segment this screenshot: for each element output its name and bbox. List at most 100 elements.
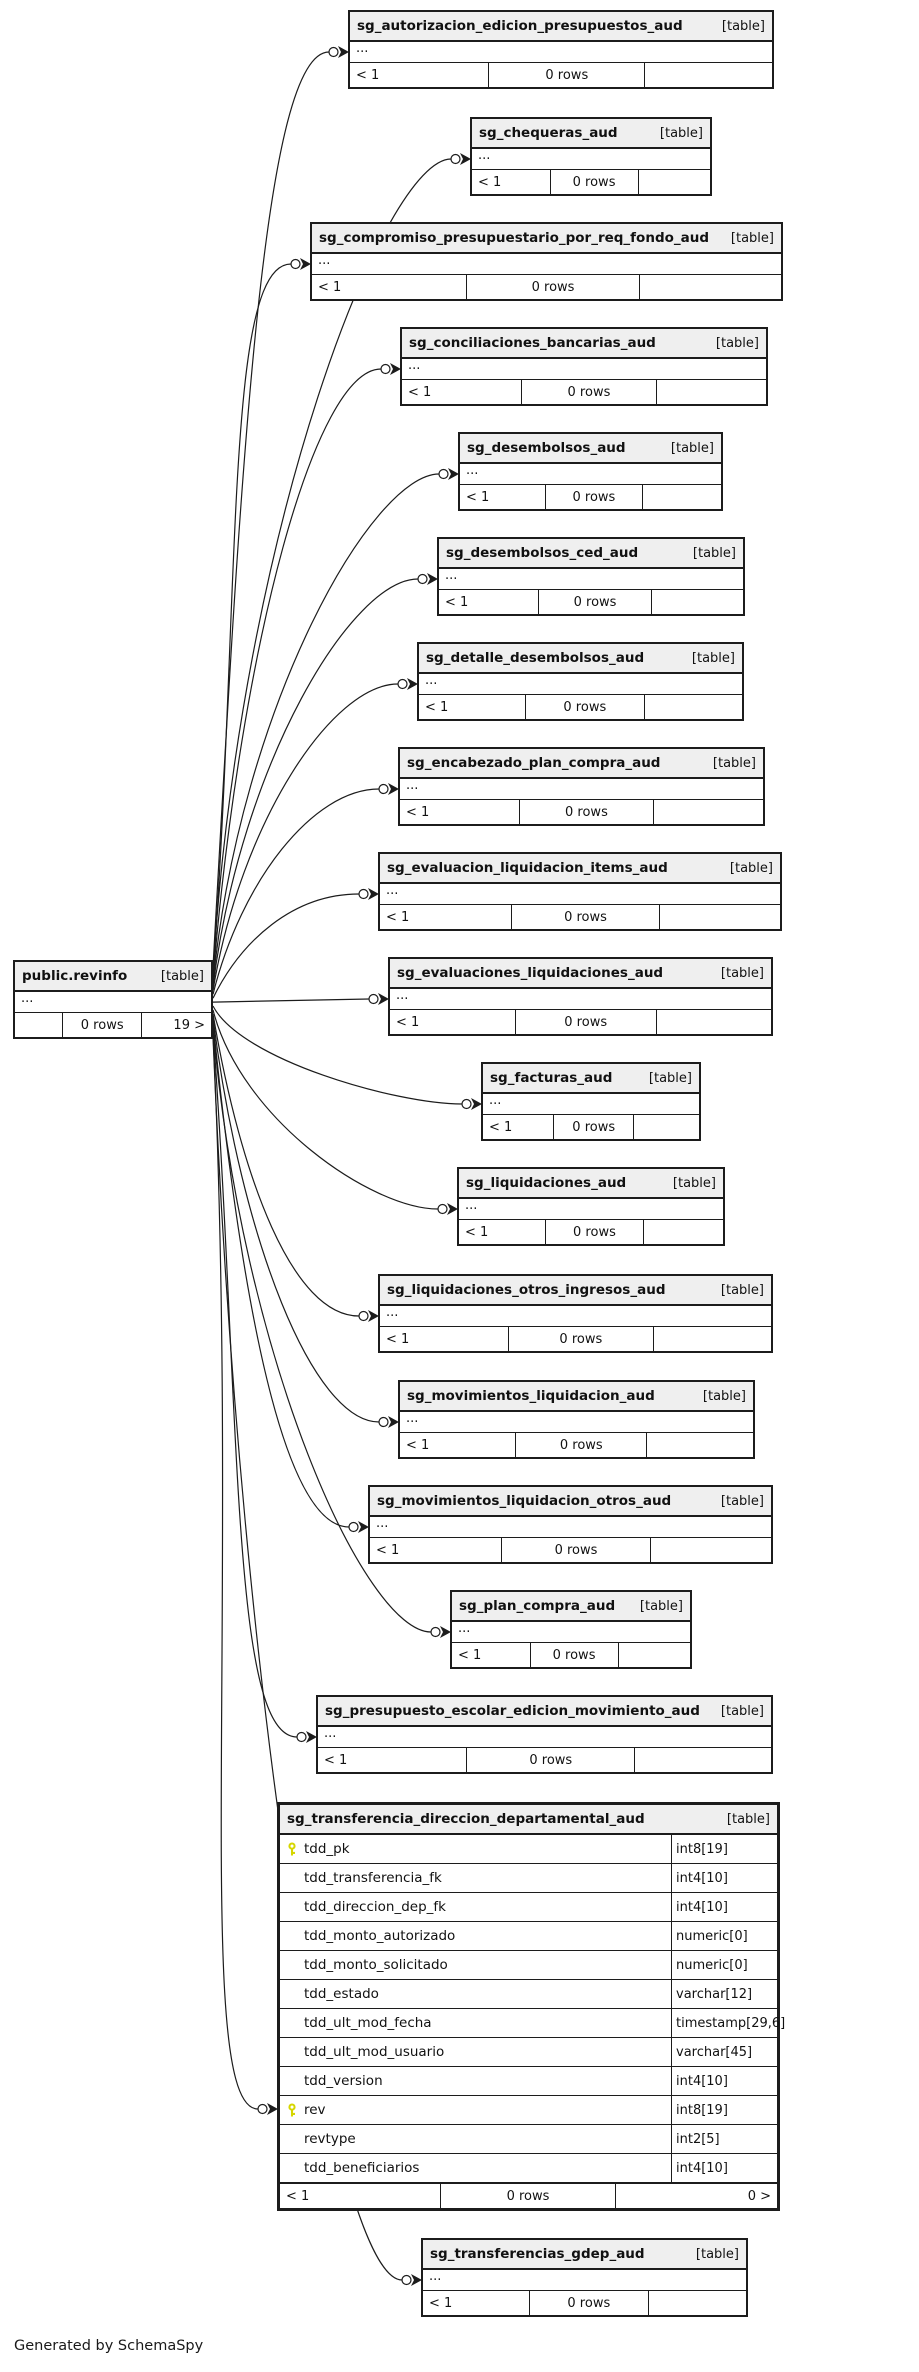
- table-name[interactable]: sg_encabezado_plan_compra_aud: [407, 755, 661, 771]
- table-name[interactable]: sg_autorizacion_edicion_presupuestos_aud: [357, 18, 683, 34]
- table-name[interactable]: sg_desembolsos_aud: [467, 440, 626, 456]
- table-name[interactable]: sg_presupuesto_escolar_edicion_movimient…: [325, 1703, 700, 1719]
- columns-ellipsis: ...: [380, 884, 780, 905]
- fk-connector: [212, 573, 438, 987]
- table-footer: < 1 0 rows: [483, 1115, 699, 1139]
- table-node-sg_transferencia_direccion_departamental_aud[interactable]: sg_transferencia_direccion_departamental…: [277, 1802, 785, 2211]
- table-name[interactable]: sg_evaluaciones_liquidaciones_aud: [397, 965, 664, 981]
- table-node-sg_evaluaciones_liquidaciones_aud[interactable]: sg_evaluaciones_liquidaciones_aud [table…: [388, 957, 773, 1036]
- footer-child-count: [619, 1643, 690, 1667]
- table-name[interactable]: sg_movimientos_liquidacion_aud: [407, 1388, 655, 1404]
- table-header[interactable]: sg_evaluaciones_liquidaciones_aud [table…: [390, 959, 771, 989]
- table-name[interactable]: sg_movimientos_liquidacion_otros_aud: [377, 1493, 672, 1509]
- table-name[interactable]: sg_evaluacion_liquidacion_items_aud: [387, 860, 668, 876]
- columns-ellipsis: ...: [460, 464, 721, 485]
- table-footer: < 1 0 rows: [460, 485, 721, 509]
- table-name[interactable]: sg_transferencias_gdep_aud: [430, 2246, 645, 2262]
- table-header[interactable]: sg_evaluacion_liquidacion_items_aud [tab…: [380, 854, 780, 884]
- table-node-sg_presupuesto_escolar_edicion_movimiento_aud[interactable]: sg_presupuesto_escolar_edicion_movimient…: [316, 1695, 773, 1774]
- table-node-sg_movimientos_liquidacion_otros_aud[interactable]: sg_movimientos_liquidacion_otros_aud [ta…: [368, 1485, 773, 1564]
- table-name[interactable]: sg_liquidaciones_aud: [466, 1175, 627, 1191]
- footer-parent-count: < 1: [439, 590, 540, 614]
- table-name[interactable]: sg_desembolsos_ced_aud: [446, 545, 639, 561]
- table-node-sg_chequeras_aud[interactable]: sg_chequeras_aud [table] ... < 1 0 rows: [470, 117, 712, 196]
- zero-cardinality-circle: [437, 1203, 448, 1215]
- footer-parent-count: < 1: [390, 1010, 516, 1034]
- table-node-sg_movimientos_liquidacion_aud[interactable]: sg_movimientos_liquidacion_aud [table] .…: [398, 1380, 755, 1459]
- table-node-sg_conciliaciones_bancarias_aud[interactable]: sg_conciliaciones_bancarias_aud [table] …: [400, 327, 768, 406]
- table-header[interactable]: sg_movimientos_liquidacion_otros_aud [ta…: [370, 1487, 771, 1517]
- table-header[interactable]: sg_conciliaciones_bancarias_aud [table]: [402, 329, 766, 359]
- table-header[interactable]: sg_chequeras_aud [table]: [472, 119, 710, 149]
- table-header[interactable]: sg_desembolsos_aud [table]: [460, 434, 721, 464]
- table-node-sg_transferencias_gdep_aud[interactable]: sg_transferencias_gdep_aud [table] ... <…: [421, 2238, 748, 2317]
- table-node-sg_liquidaciones_otros_ingresos_aud[interactable]: sg_liquidaciones_otros_ingresos_aud [tab…: [378, 1274, 773, 1353]
- table-header[interactable]: sg_transferencias_gdep_aud [table]: [423, 2240, 746, 2270]
- table-node-sg_desembolsos_ced_aud[interactable]: sg_desembolsos_ced_aud [table] ... < 1 0…: [437, 537, 745, 616]
- crowfoot-arrow-icon: [388, 783, 399, 795]
- footer-child-count: 19 >: [173, 1017, 205, 1033]
- table-name[interactable]: sg_compromiso_presupuestario_por_req_fon…: [319, 230, 710, 246]
- table-name[interactable]: sg_plan_compra_aud: [459, 1598, 616, 1614]
- footer-child-count: 0 >: [747, 2188, 771, 2204]
- table-header[interactable]: sg_movimientos_liquidacion_aud [table]: [400, 1382, 753, 1412]
- fk-connector-path: [212, 788, 380, 995]
- footer-parent-count: < 1: [400, 1433, 517, 1457]
- table-node-sg_autorizacion_edicion_presupuestos_aud[interactable]: sg_autorizacion_edicion_presupuestos_aud…: [348, 10, 774, 89]
- table-node-sg_encabezado_plan_compra_aud[interactable]: sg_encabezado_plan_compra_aud [table] ..…: [398, 747, 765, 826]
- table-node-sg_compromiso_presupuestario_por_req_fondo_aud[interactable]: sg_compromiso_presupuestario_por_req_fon…: [310, 222, 783, 301]
- table-name[interactable]: sg_facturas_aud: [490, 1070, 613, 1086]
- table-node-sg_facturas_aud[interactable]: sg_facturas_aud [table] ... < 1 0 rows: [481, 1062, 701, 1141]
- table-name[interactable]: public.revinfo: [22, 968, 128, 984]
- fk-connector-path: [212, 263, 292, 975]
- key-slot-empty: [280, 1951, 304, 1979]
- table-header[interactable]: sg_desembolsos_ced_aud [table]: [439, 539, 743, 569]
- table-node-sg_liquidaciones_aud[interactable]: sg_liquidaciones_aud [table] ... < 1 0 r…: [457, 1167, 725, 1246]
- footer-child-count: [634, 1115, 699, 1139]
- table-header[interactable]: sg_autorizacion_edicion_presupuestos_aud…: [350, 12, 772, 42]
- table-header[interactable]: sg_liquidaciones_otros_ingresos_aud [tab…: [380, 1276, 771, 1306]
- fk-connector: [212, 1017, 399, 1428]
- table-header[interactable]: sg_plan_compra_aud [table]: [452, 1592, 690, 1622]
- table-header[interactable]: sg_transferencia_direccion_departamental…: [280, 1805, 777, 1835]
- footer-parent-count: < 1: [380, 905, 512, 929]
- table-name[interactable]: sg_transferencia_direccion_departamental…: [287, 1811, 645, 1827]
- footer-child-count: [644, 1220, 723, 1244]
- table-header[interactable]: sg_encabezado_plan_compra_aud [table]: [400, 749, 763, 779]
- table-node-sg_detalle_desembolsos_aud[interactable]: sg_detalle_desembolsos_aud [table] ... <…: [417, 642, 744, 721]
- table-type-tag: [table]: [712, 755, 756, 771]
- table-header[interactable]: sg_facturas_aud [table]: [483, 1064, 699, 1094]
- generator-credit: Generated by SchemaSpy: [14, 2338, 204, 2354]
- table-header[interactable]: sg_liquidaciones_aud [table]: [459, 1169, 723, 1199]
- table-node-public-revinfo[interactable]: public.revinfo [table] ... 0 rows 19 >: [13, 960, 213, 1039]
- column-type: int4[10]: [671, 1864, 777, 1892]
- table-name[interactable]: sg_detalle_desembolsos_aud: [426, 650, 645, 666]
- table-header[interactable]: public.revinfo [table]: [15, 962, 211, 992]
- crowfoot-arrow-icon: [368, 1310, 379, 1322]
- footer-parent-count: < 1: [419, 695, 526, 719]
- table-node-sg_desembolsos_aud[interactable]: sg_desembolsos_aud [table] ... < 1 0 row…: [458, 432, 723, 511]
- table-header[interactable]: sg_detalle_desembolsos_aud [table]: [419, 644, 742, 674]
- table-name[interactable]: sg_liquidaciones_otros_ingresos_aud: [387, 1282, 666, 1298]
- table-name[interactable]: sg_chequeras_aud: [479, 125, 618, 141]
- crowfoot-arrow-icon: [448, 468, 459, 480]
- table-header[interactable]: sg_compromiso_presupuestario_por_req_fon…: [312, 224, 781, 254]
- table-node-sg_evaluacion_liquidacion_items_aud[interactable]: sg_evaluacion_liquidacion_items_aud [tab…: [378, 852, 782, 931]
- table-name[interactable]: sg_conciliaciones_bancarias_aud: [409, 335, 656, 351]
- table-header[interactable]: sg_presupuesto_escolar_edicion_movimient…: [318, 1697, 771, 1727]
- table-node-sg_plan_compra_aud[interactable]: sg_plan_compra_aud [table] ... < 1 0 row…: [450, 1590, 692, 1669]
